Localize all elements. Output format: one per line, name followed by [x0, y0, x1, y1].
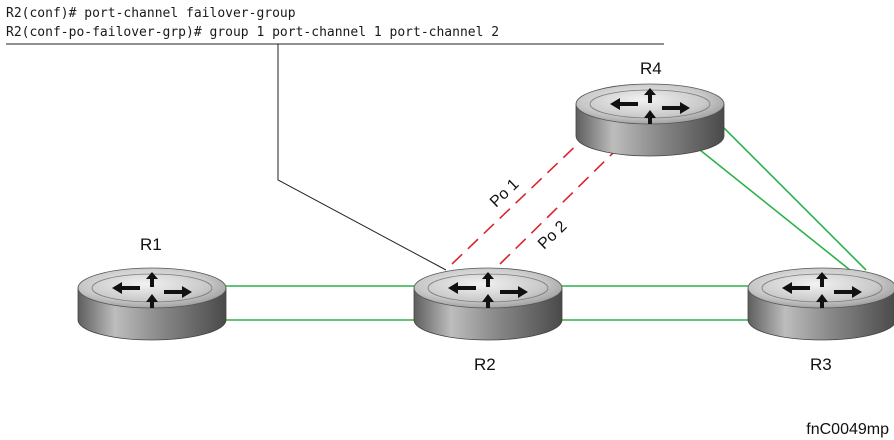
router-r1-icon: [77, 267, 227, 341]
port-channel-1-line: [451, 135, 587, 265]
router-r4-label: R4: [640, 59, 662, 78]
cli-line-1: R2(conf)# port-channel failover-group: [6, 6, 296, 21]
cli-line-2: R2(conf-po-failover-grp)# group 1 port-c…: [6, 25, 499, 40]
router-r4-icon: [575, 83, 725, 157]
link-r4-r3-outer: [721, 125, 867, 271]
router-r2-icon: [413, 267, 563, 341]
router-r2-label: R2: [474, 355, 496, 374]
router-r3-label: R3: [810, 355, 832, 374]
figure-id: fnC0049mp: [806, 421, 889, 438]
router-r1-label: R1: [140, 235, 162, 254]
port-channel-2-line: [499, 151, 615, 265]
callout-line: [277, 44, 447, 271]
green-links: [224, 125, 867, 321]
link-r4-r3-inner: [699, 149, 851, 271]
router-r3-icon: [747, 267, 894, 341]
po2-label: Po 2: [535, 218, 571, 253]
po1-label: Po 1: [487, 176, 523, 211]
port-channel-links: [451, 135, 615, 265]
